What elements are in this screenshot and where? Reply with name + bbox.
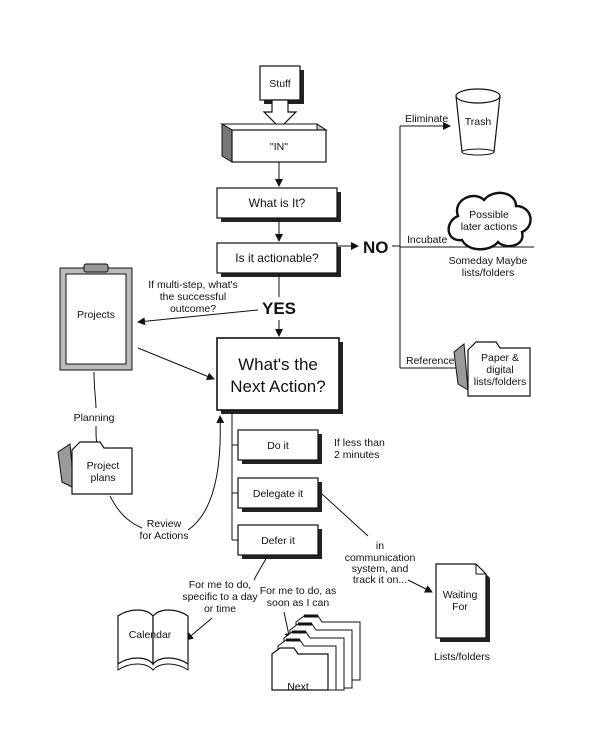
defer-branch-line [253, 554, 269, 581]
lists-folders-label: Lists/folders [434, 651, 490, 663]
trash-label: Trash [465, 116, 492, 128]
possible-later-line-1: Possible [469, 209, 509, 221]
for-me-asap-line-1: For me to do, as [260, 585, 336, 597]
projects-label: Projects [77, 309, 115, 321]
defer-it-label: Defer it [261, 535, 295, 547]
project-plans-line-1: Project [87, 460, 120, 472]
no-label: NO [363, 238, 389, 257]
projects-to-next-action [137, 347, 215, 381]
do-it-label: Do it [267, 440, 289, 452]
stuff-node: Stuff [259, 65, 304, 104]
paper-digital-line-3: lists/folders [474, 376, 527, 388]
incubate-label: Incubate [407, 234, 447, 246]
less-than-line-1: If less than [334, 437, 385, 449]
to-calendar-connector [185, 617, 213, 641]
what-is-it-node: What is It? [216, 187, 341, 222]
actionable-node: Is it actionable? [216, 242, 341, 277]
reference-label: Reference [406, 355, 455, 367]
for-me-asap-line-2: soon as I can [267, 597, 330, 609]
delegate-it-node: Delegate it [237, 477, 322, 512]
plans-to-review [109, 495, 143, 529]
less-than-line-2: 2 minutes [334, 449, 380, 461]
planning-label: Planning [74, 412, 115, 424]
for-me-day-line-1: For me to do, [189, 579, 251, 591]
multi-step-line-2: the successful [160, 291, 227, 303]
delegate-it-label: Delegate it [253, 488, 303, 500]
next-action-line-2: Next Action? [230, 377, 325, 396]
stuff-arrow [262, 99, 298, 129]
communication-to-waiting [407, 579, 433, 593]
actionable-label: Is it actionable? [235, 251, 319, 265]
communication-line-1: in [376, 540, 384, 552]
in-label: "IN" [270, 141, 288, 153]
paper-digital-line-2: digital [486, 364, 513, 376]
paper-digital-line-1: Paper & [481, 352, 519, 364]
projects-clipboard-node: Projects [59, 263, 133, 371]
for-me-day-line-3: or time [204, 603, 236, 615]
next-action-node: What's the Next Action? [216, 337, 343, 414]
someday-maybe-line-1: Someday Maybe [449, 255, 528, 267]
calendar-label: Calendar [129, 629, 172, 641]
communication-line-4: track it on... [353, 574, 407, 586]
defer-it-node: Defer it [237, 524, 322, 559]
next-label: Next [287, 681, 309, 693]
multi-step-line-1: If multi-step, what's [148, 279, 238, 291]
for-me-day-line-2: specific to a day [182, 591, 258, 603]
delegate-to-communication [321, 493, 369, 537]
yes-label: YES [262, 299, 296, 318]
project-plans-line-2: plans [90, 472, 115, 484]
waiting-for-line-1: Waiting [443, 589, 478, 601]
possible-later-actions-cloud: Possible later actions [447, 191, 532, 251]
projects-to-planning [93, 371, 97, 409]
review-to-next-action [187, 415, 225, 531]
trash-node: Trash [455, 88, 501, 156]
reference-folder-node: Paper & digital lists/folders [453, 341, 531, 397]
review-line-2: for Actions [139, 530, 188, 542]
do-it-node: Do it [237, 429, 322, 464]
yes-to-projects-connector [137, 309, 259, 326]
someday-maybe-line-2: lists/folders [462, 267, 515, 279]
next-action-line-1: What's the [238, 355, 318, 374]
stuff-label: Stuff [269, 78, 290, 90]
project-plans-folder-node: Project plans [57, 441, 133, 495]
calendar-book-node: Calendar [117, 609, 189, 671]
next-actions-folders-node: Next [271, 614, 361, 693]
waiting-for-line-2: For [452, 601, 468, 613]
what-is-it-label: What is It? [249, 196, 306, 210]
multi-step-line-3: outcome? [170, 303, 216, 315]
in-tray-node: "IN" [220, 123, 328, 163]
communication-line-3: system, and [352, 563, 409, 575]
eliminate-label: Eliminate [405, 113, 448, 125]
review-line-1: Review [147, 518, 182, 530]
waiting-for-node: Waiting For [435, 563, 490, 642]
possible-later-line-2: later actions [461, 221, 518, 233]
communication-line-2: communication [345, 552, 416, 564]
